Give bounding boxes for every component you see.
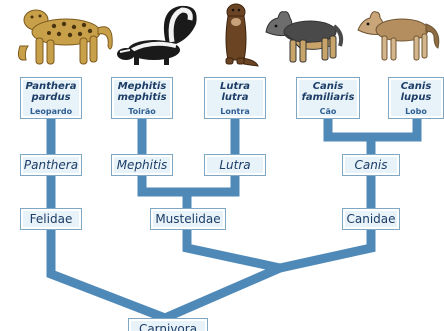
leopard-icon xyxy=(17,9,113,65)
branch-mustelidae-split xyxy=(137,175,240,197)
species-common-name: Toirão xyxy=(128,107,156,116)
family-box-canidae: Canidae xyxy=(342,208,400,230)
species-scientific-epithet: lutra xyxy=(221,92,249,103)
species-box-mephitis-mephitis: Mephitis mephitis Toirão xyxy=(111,77,173,119)
order-box-carnivora: Carnivora xyxy=(128,318,208,331)
branch-mustelidae-canidae-join xyxy=(182,229,376,273)
species-scientific-epithet: lupus xyxy=(400,92,432,103)
species-scientific-genus: Canis xyxy=(400,81,432,92)
dog-icon xyxy=(265,11,344,63)
species-box-panthera-pardus: Panthera pardus Leopardo xyxy=(20,77,82,119)
genus-box-panthera: Panthera xyxy=(20,154,82,176)
species-common-name: Leopardo xyxy=(29,107,73,116)
species-box-canis-familiaris: Canis familiaris Cão xyxy=(296,77,360,119)
species-box-canis-lupus: Canis lupus Lobo xyxy=(388,77,444,119)
species-common-name: Lontra xyxy=(220,107,250,116)
species-scientific-epithet: pardus xyxy=(31,92,71,103)
otter-icon xyxy=(225,3,259,67)
species-scientific-genus: Panthera xyxy=(25,81,77,92)
species-scientific-genus: Mephitis xyxy=(117,81,167,92)
species-common-name: Cão xyxy=(319,107,337,116)
family-box-mustelidae: Mustelidae xyxy=(150,208,226,230)
wolf-icon xyxy=(357,11,440,61)
family-box-felidae: Felidae xyxy=(20,208,82,230)
species-scientific-genus: Lutra xyxy=(220,81,250,92)
species-box-lutra-lutra: Lutra lutra Lontra xyxy=(204,77,266,119)
skunk-icon xyxy=(117,5,197,65)
branch-felidae-to-order xyxy=(46,229,167,323)
genus-box-canis: Canis xyxy=(342,154,400,176)
genus-box-mephitis: Mephitis xyxy=(111,154,173,176)
species-scientific-epithet: mephitis xyxy=(117,92,167,103)
genus-box-lutra: Lutra xyxy=(204,154,266,176)
branch-canis-split xyxy=(323,118,422,142)
species-common-name: Lobo xyxy=(405,107,427,116)
branch-join-to-order xyxy=(163,263,282,323)
species-scientific-epithet: familiaris xyxy=(301,92,355,103)
species-scientific-genus: Canis xyxy=(312,81,344,92)
